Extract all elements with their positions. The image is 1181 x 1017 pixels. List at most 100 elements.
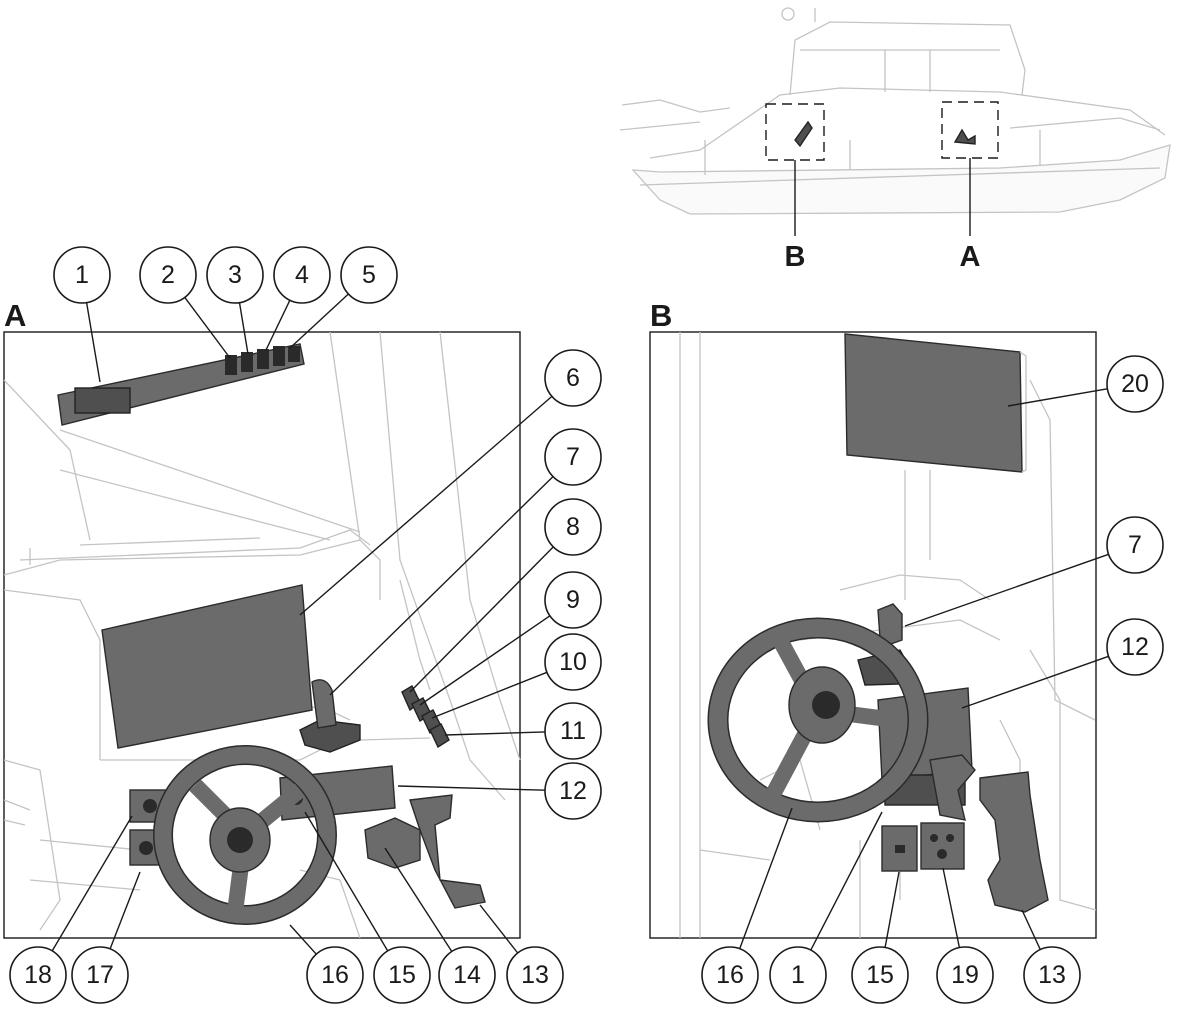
callout-a-6: 6: [544, 349, 602, 407]
overview-marker-b: B: [785, 241, 806, 273]
helm-a-mark: [953, 128, 976, 145]
panel-a-letter: A: [4, 298, 26, 333]
panel-b-components: [707, 333, 1049, 913]
callout-a-10: 10: [544, 633, 602, 691]
callout-a-14: 14: [438, 946, 496, 1004]
callout-circle: [544, 349, 602, 407]
callout-circle: [438, 946, 496, 1004]
callout-number: 1: [75, 261, 89, 289]
callout-b-16: 16: [701, 946, 759, 1004]
steering-wheel-a: [153, 745, 337, 925]
callout-circle: [544, 633, 602, 691]
leader-line-a-3: [238, 302, 249, 355]
callout-circle: [544, 571, 602, 629]
leader-line-a-18: [51, 815, 133, 952]
callout-circle: [206, 246, 264, 304]
callout-circle: [544, 428, 602, 486]
region-a-box: [941, 101, 999, 159]
callout-circle: [851, 946, 909, 1004]
callout-a-12: 12: [544, 762, 602, 820]
leader-line-a-8: [409, 546, 554, 693]
overview-marker-a: A: [960, 241, 981, 273]
callout-a-16: 16: [306, 946, 364, 1004]
leader-line-a-12: [397, 785, 546, 791]
callout-number: 13: [1038, 961, 1066, 989]
leader-line-a-4: [265, 299, 291, 351]
callout-a-8: 8: [544, 498, 602, 556]
callout-number: 7: [1128, 531, 1142, 559]
callout-b-13: 13: [1023, 946, 1081, 1004]
leader-line-a-14: [384, 847, 453, 952]
callout-number: 16: [321, 961, 349, 989]
leader-line-a-2: [184, 296, 231, 359]
panel-a-background: [3, 331, 521, 939]
joystick-a: [299, 679, 361, 753]
callout-circle: [1106, 618, 1164, 676]
callout-number: 12: [559, 777, 587, 805]
leader-line-b-20: [1007, 388, 1108, 407]
callout-number: 1: [791, 961, 805, 989]
leader-line-b-13: [1021, 909, 1041, 950]
callout-circle: [273, 246, 331, 304]
key-panel-b: [920, 822, 965, 870]
callout-number: 14: [453, 961, 481, 989]
callout-a-4: 4: [273, 246, 331, 304]
leader-line-b-16: [739, 807, 793, 950]
callout-circle: [1106, 516, 1164, 574]
chartplotter-display-a: [101, 584, 313, 749]
leader-line-a-17: [109, 871, 141, 950]
callout-a-1: 1: [53, 246, 111, 304]
leader-line-b-12: [961, 655, 1109, 709]
callout-circle: [701, 946, 759, 1004]
overhead-switch-panel: [57, 343, 305, 426]
callout-a-18: 18: [9, 946, 67, 1004]
throttle-b: [929, 754, 1049, 913]
callout-circle: [373, 946, 431, 1004]
callout-number: 6: [566, 364, 580, 392]
callout-number: 2: [161, 261, 175, 289]
callout-a-11: 11: [544, 702, 602, 760]
callout-number: 3: [228, 261, 242, 289]
steering-wheel-b: [707, 617, 929, 823]
helm-b-mark: [794, 120, 813, 148]
callout-number: 5: [362, 261, 376, 289]
callout-a-2: 2: [139, 246, 197, 304]
boat-outline: [619, 7, 1171, 215]
panel-b-letter: B: [650, 298, 672, 333]
region-b-box: [765, 103, 825, 161]
callout-circle: [506, 946, 564, 1004]
callout-b-20: 20: [1106, 355, 1164, 413]
rocker-switches-a: [401, 685, 450, 749]
leader-line-a-13: [479, 904, 519, 954]
callout-circle: [139, 246, 197, 304]
callout-number: 17: [86, 961, 114, 989]
callout-circle: [71, 946, 129, 1004]
leader-line-a-6: [299, 395, 553, 616]
callout-number: 18: [24, 961, 52, 989]
callout-leaders: [51, 293, 1109, 955]
callout-circle: [1106, 355, 1164, 413]
callout-number: 12: [1121, 633, 1149, 661]
callout-a-9: 9: [544, 571, 602, 629]
callout-number: 8: [566, 513, 580, 541]
callout-number: 15: [866, 961, 894, 989]
callout-a-5: 5: [340, 246, 398, 304]
leader-line-a-15: [304, 811, 389, 952]
leader-line-a-9: [419, 615, 551, 706]
callout-circle: [936, 946, 994, 1004]
boat-overview: B A: [619, 7, 1171, 273]
callout-a-15: 15: [373, 946, 431, 1004]
callout-a-3: 3: [206, 246, 264, 304]
throttle-a: [364, 794, 486, 909]
callout-number: 11: [560, 717, 586, 745]
leader-line-a-16: [289, 924, 317, 955]
callout-b-7: 7: [1106, 516, 1164, 574]
callout-b-19: 19: [936, 946, 994, 1004]
leader-line-b-15: [884, 871, 900, 948]
leader-line-b-1: [810, 811, 883, 951]
callout-b-15: 15: [851, 946, 909, 1004]
leader-line-a-7: [329, 476, 554, 696]
leader-line-a-10: [431, 671, 548, 719]
